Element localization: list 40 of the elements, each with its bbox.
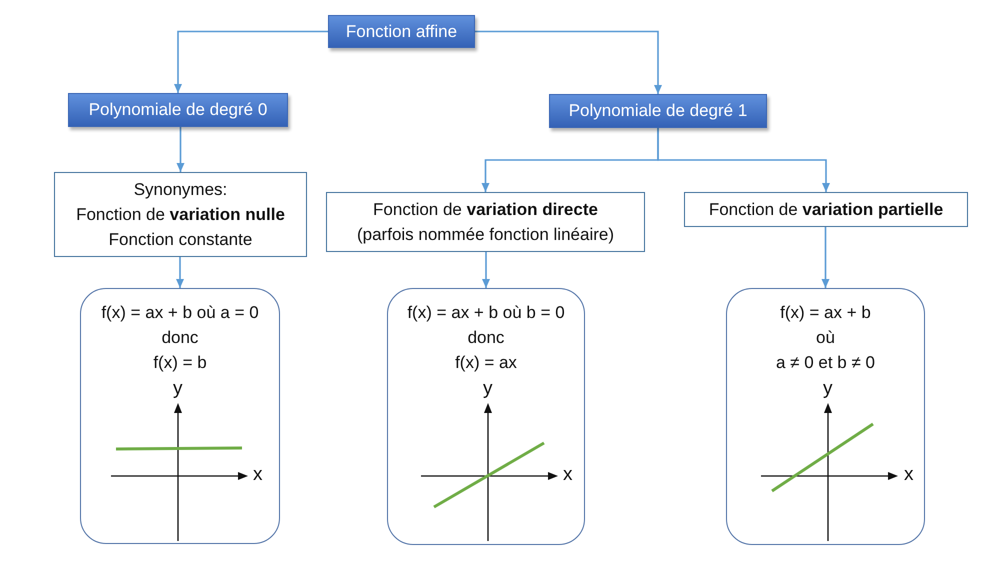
axis-label: y [483, 378, 492, 400]
formula-text: où [816, 327, 835, 349]
formula-text: f(x) = ax [455, 352, 517, 374]
category-box [68, 93, 288, 127]
definition-text: Fonction de variation directe [373, 199, 598, 221]
formula-text: donc [162, 327, 198, 349]
formula-text: a ≠ 0 et b ≠ 0 [776, 352, 875, 374]
definition-text: (parfois nommée fonction linéaire) [356, 224, 614, 246]
formula-text: f(x) = b [153, 352, 207, 374]
formula-card [726, 288, 925, 545]
formula-card [387, 288, 585, 545]
connector-arrow [176, 127, 184, 172]
connector-arrow [482, 252, 490, 288]
definition-text: Fonction de variation partielle [708, 199, 944, 221]
definition-box [326, 192, 645, 252]
box-title: Polynomiale de degré 0 [88, 99, 268, 121]
connector-arrow [475, 30, 662, 94]
definition-box [54, 172, 307, 257]
formula-text: f(x) = ax + b [780, 302, 871, 324]
formula-text: f(x) = ax + b où a = 0 [101, 302, 259, 324]
connector-arrow [822, 227, 830, 288]
connector-arrow [176, 257, 184, 288]
formula-text: f(x) = ax + b où b = 0 [407, 302, 565, 324]
axis-label: y [823, 378, 832, 400]
definition-box [684, 192, 968, 227]
formula-card [80, 288, 280, 544]
axis-label: y [173, 378, 182, 400]
formula-text: donc [468, 327, 504, 349]
connector-arrow [174, 30, 328, 93]
category-box [328, 15, 475, 48]
category-box [549, 94, 767, 128]
definition-text: Synonymes: [134, 179, 228, 201]
definition-text: Fonction de variation nulle [76, 204, 285, 226]
box-title: Polynomiale de degré 1 [568, 100, 748, 122]
axis-label: x [904, 464, 914, 486]
connector-arrow [657, 128, 830, 192]
axis-label: x [253, 464, 262, 486]
box-title: Fonction affine [346, 20, 458, 42]
definition-text: Fonction constante [108, 229, 252, 251]
axis-label: x [563, 464, 572, 486]
